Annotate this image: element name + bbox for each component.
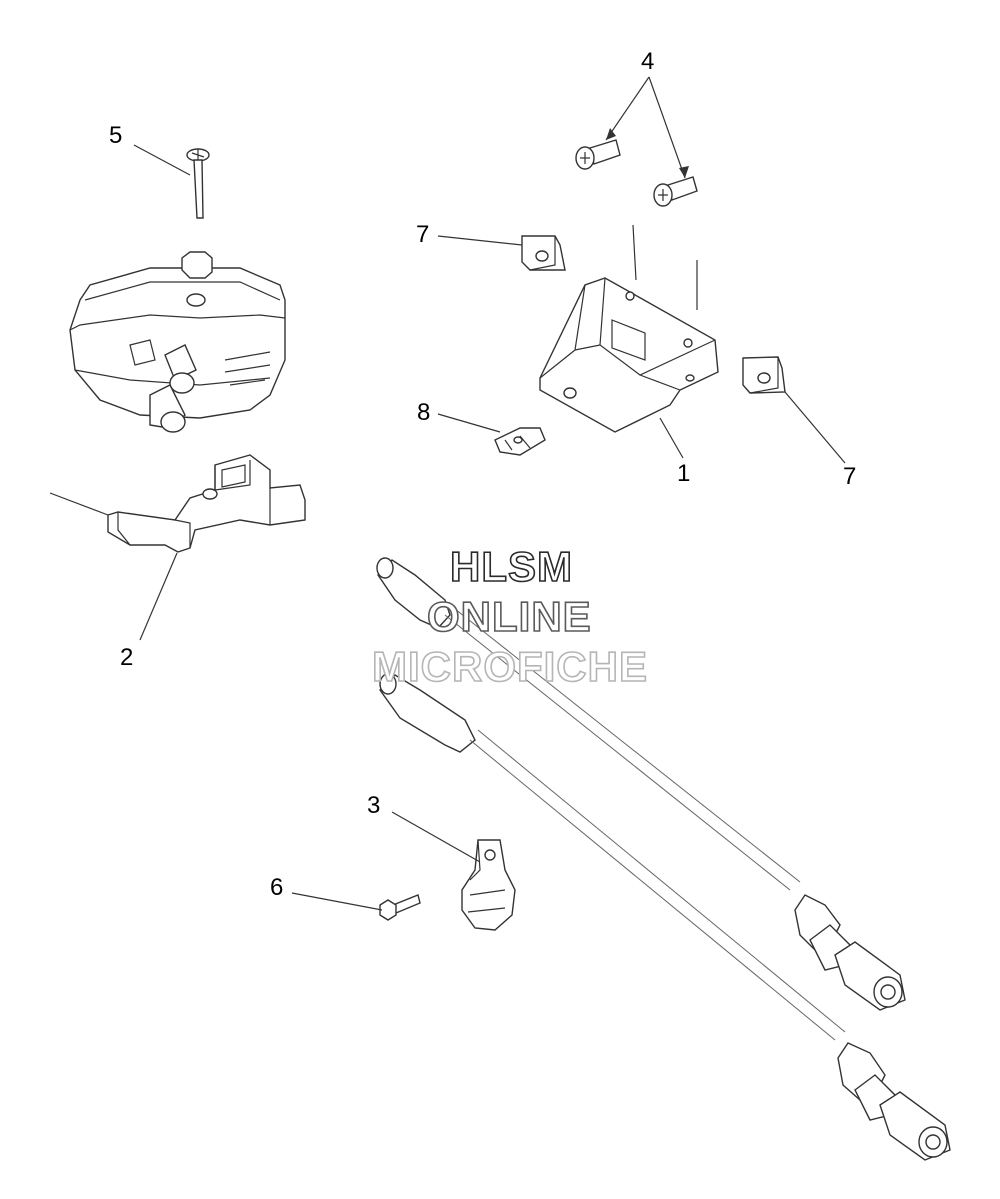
callout-5: 5 bbox=[109, 122, 123, 149]
callout-8: 8 bbox=[417, 399, 431, 426]
ignition-coil bbox=[69, 251, 286, 433]
part-7-clip-nut-right bbox=[742, 356, 786, 394]
part-8-small-clip bbox=[494, 427, 546, 456]
callout-3: 3 bbox=[367, 792, 381, 819]
spark-plug-cables bbox=[376, 557, 951, 1161]
callout-2: 2 bbox=[120, 644, 134, 671]
callout-6: 6 bbox=[270, 874, 284, 901]
callout-1: 1 bbox=[677, 460, 691, 487]
part-5-screw bbox=[186, 148, 210, 219]
callout-7-upper: 7 bbox=[416, 221, 430, 248]
leader-lines bbox=[133, 76, 846, 911]
part-4-screws bbox=[575, 139, 698, 207]
part-2-bracket bbox=[49, 454, 306, 553]
part-1-mounting-bracket bbox=[539, 224, 719, 433]
part-3-cable-clamp bbox=[461, 839, 516, 931]
watermark-line-2: ONLINE bbox=[426, 593, 592, 640]
callout-7-right: 7 bbox=[843, 463, 857, 490]
part-6-small-bolt bbox=[379, 894, 421, 921]
watermark-line-1: HLSM bbox=[449, 543, 573, 590]
arrowhead-4a bbox=[606, 128, 616, 140]
part-7-clip-nut-upper bbox=[521, 235, 566, 271]
arrowhead-4b bbox=[679, 166, 689, 178]
watermark-line-3: MICROFICHE bbox=[371, 643, 648, 690]
callout-4: 4 bbox=[641, 48, 655, 75]
